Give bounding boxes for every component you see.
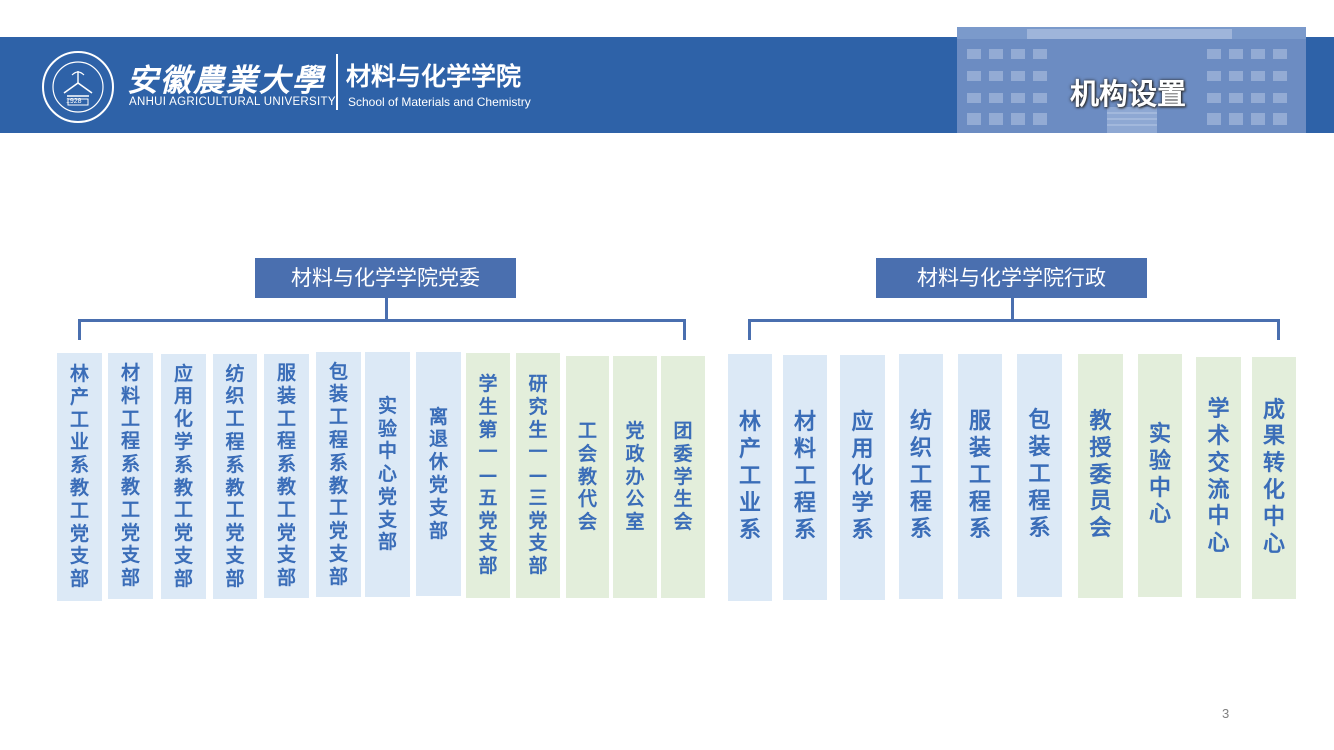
party-connector-horizontal: [78, 319, 686, 322]
party-unit-box: 包装工程系教工党支部: [316, 352, 361, 597]
admin-unit-box: 实验中心: [1138, 354, 1182, 597]
university-name-en: ANHUI AGRICULTURAL UNIVERSITY: [129, 96, 336, 108]
party-unit-box: 团委 学生会: [661, 356, 712, 598]
admin-connector-left-drop: [748, 319, 751, 340]
party-unit-label: 服装工程系教工党支部: [276, 362, 296, 590]
admin-unit-box: 林产工业系: [728, 354, 772, 601]
party-unit-label: 离退休党支部: [428, 405, 448, 542]
admin-unit-box: 教授委员会: [1078, 354, 1123, 598]
party-connector-right-drop: [683, 319, 686, 340]
university-name-cn: 安徽農業大學: [127, 63, 325, 99]
party-unit-box: 实验中心党支部: [365, 352, 410, 597]
party-unit-box: 研究生一—三党支部: [516, 353, 560, 598]
party-connector-vertical: [385, 298, 388, 320]
admin-unit-label: 学术交流中心: [1207, 397, 1230, 557]
party-unit-label: 应用化学系教工党支部: [173, 362, 193, 590]
admin-unit-box: 学术交流中心: [1196, 357, 1241, 598]
admin-connector-right-drop: [1277, 319, 1280, 340]
header-divider: [336, 54, 338, 110]
admin-unit-box: 成果转化中心: [1252, 357, 1296, 599]
admin-unit-label: 成果转化中心: [1262, 397, 1285, 557]
party-unit-box: 离退休党支部: [416, 352, 461, 596]
party-unit-label: 实验中心党支部: [377, 394, 397, 554]
admin-unit-box: 纺织工程系: [899, 354, 943, 599]
admin-unit-label: 林产工业系: [738, 410, 761, 543]
building-illustration: [957, 27, 1306, 133]
party-unit-label: 纺织工程系教工党支部: [225, 362, 245, 590]
admin-box: 材料与化学学院行政: [876, 258, 1147, 298]
school-name-en: School of Materials and Chemistry: [348, 95, 531, 109]
party-unit-label: 党政办公室: [625, 420, 645, 534]
party-unit-label: 学生第一—五党支部: [478, 372, 498, 578]
admin-unit-label: 纺织工程系: [909, 409, 932, 542]
school-name-cn: 材料与化学学院: [346, 62, 522, 91]
party-unit-box: 党政办公室: [613, 356, 657, 598]
party-unit-label: 团委 学生会: [673, 420, 712, 534]
section-title: 机构设置: [1070, 77, 1187, 111]
party-unit-box: 应用化学系教工党支部: [161, 354, 206, 599]
party-unit-label: 材料工程系教工党支部: [120, 362, 140, 590]
admin-unit-box: 包装工程系: [1017, 354, 1062, 597]
admin-unit-box: 材料工程系: [783, 355, 827, 600]
admin-unit-label: 实验中心: [1148, 421, 1171, 528]
admin-unit-label: 服装工程系: [968, 409, 991, 542]
admin-unit-label: 包装工程系: [1028, 408, 1051, 541]
party-unit-label: 工会 教代会: [577, 420, 617, 534]
party-unit-box: 学生第一—五党支部: [466, 353, 510, 598]
party-unit-label: 研究生一—三党支部: [528, 372, 548, 578]
party-unit-box: 林产工业系教工党支部: [57, 353, 102, 601]
seal-emblem-icon: [52, 61, 104, 113]
admin-unit-label: 教授委员会: [1089, 408, 1112, 542]
admin-connector-horizontal: [748, 319, 1280, 322]
party-unit-label: 林产工业系教工党支部: [69, 363, 89, 591]
party-unit-box: 工会 教代会: [566, 356, 617, 598]
building-photo: [957, 27, 1306, 133]
party-unit-box: 材料工程系教工党支部: [108, 353, 153, 599]
admin-connector-vertical: [1011, 298, 1014, 320]
party-unit-label: 包装工程系教工党支部: [328, 360, 348, 588]
party-committee-box: 材料与化学学院党委: [255, 258, 516, 298]
admin-unit-box: 应用化学系: [840, 355, 885, 600]
admin-unit-label: 材料工程系: [793, 410, 816, 543]
admin-unit-box: 服装工程系: [958, 354, 1002, 599]
party-unit-box: 服装工程系教工党支部: [264, 354, 309, 598]
page-number: 3: [1222, 706, 1230, 721]
university-seal-logo: 1928: [42, 51, 114, 123]
party-connector-left-drop: [78, 319, 81, 340]
admin-unit-label: 应用化学系: [851, 410, 874, 543]
party-unit-box: 纺织工程系教工党支部: [213, 354, 257, 599]
seal-year: 1928: [66, 98, 82, 105]
